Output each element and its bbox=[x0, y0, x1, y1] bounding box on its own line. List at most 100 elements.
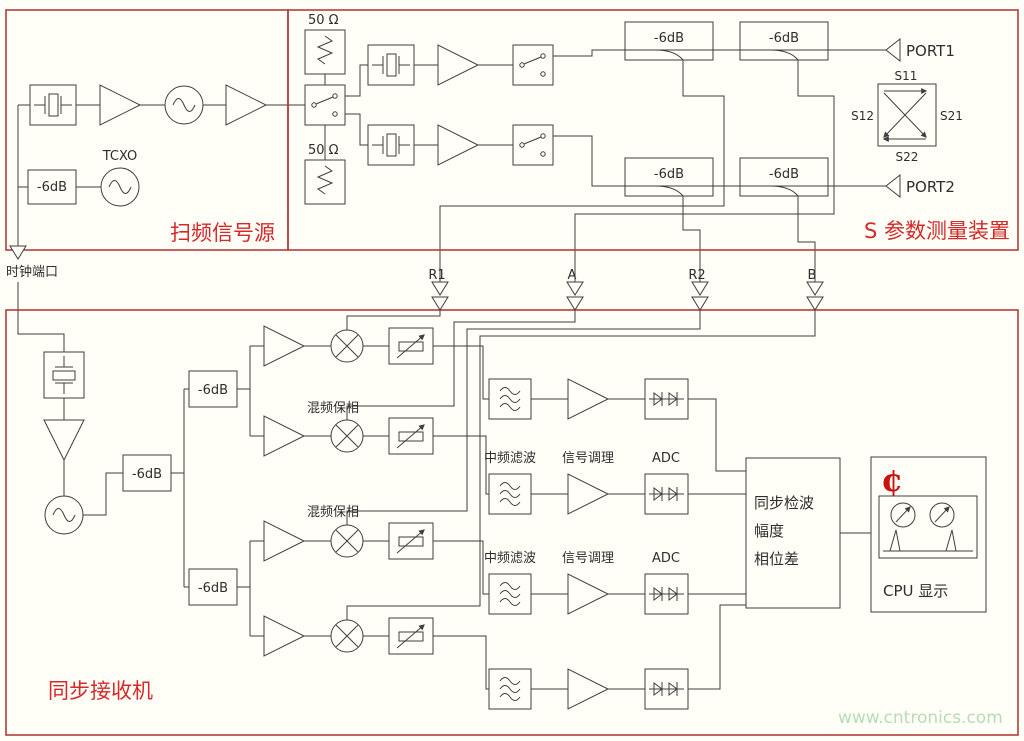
a-connector-icon bbox=[566, 296, 584, 311]
wiring-sweep-source bbox=[17, 104, 305, 246]
cpu-display-label: CPU 显示 bbox=[883, 582, 948, 600]
amplifier-icon bbox=[263, 415, 305, 457]
wiring-receiver-rf-corridor bbox=[346, 310, 816, 620]
rf-switch-icon bbox=[304, 84, 346, 126]
if-filter-icon bbox=[488, 668, 532, 710]
adc-label: ADC bbox=[652, 551, 680, 566]
splitter-6db-label: -6dB bbox=[132, 467, 162, 482]
a-connector-icon bbox=[566, 281, 584, 296]
crystal-resonator-icon bbox=[29, 84, 77, 126]
a-label: A bbox=[568, 268, 577, 283]
r2-connector-icon bbox=[691, 281, 709, 296]
r1-label: R1 bbox=[428, 268, 445, 283]
amplifier-icon bbox=[263, 325, 305, 367]
splitter-6db-label: -6dB bbox=[198, 383, 228, 398]
variable-attenuator-icon bbox=[389, 618, 433, 654]
s-parameter-section-label: S 参数测量装置 bbox=[864, 219, 1010, 243]
mixer-icon bbox=[330, 619, 364, 653]
splitter-6db-box bbox=[122, 454, 172, 492]
b-label: B bbox=[808, 268, 817, 283]
wiring-receiver-if-chain bbox=[433, 345, 871, 690]
rf-switch-icon bbox=[512, 124, 554, 166]
r1-connector-icon bbox=[431, 281, 449, 296]
rf-switch-icon bbox=[512, 44, 554, 86]
sweep-source-section: -6dB TCXO 扫频信号源 bbox=[27, 84, 275, 245]
port2-label: PORT2 bbox=[906, 178, 955, 196]
crystal-resonator-icon bbox=[367, 124, 415, 166]
clock-port-label: 时钟端口 bbox=[6, 264, 58, 280]
s-flow-box bbox=[877, 83, 937, 147]
splitter-6db-label: -6dB bbox=[198, 581, 228, 596]
wiring-coupled-ports bbox=[439, 60, 835, 282]
sync-detect-label-3: 相位差 bbox=[754, 550, 799, 568]
splitter-6db-box bbox=[188, 370, 238, 408]
sync-detector-box: 同步检波 幅度 相位差 bbox=[745, 457, 841, 609]
amplifier-icon bbox=[567, 573, 609, 615]
mix-phase-label: 混频保相 bbox=[307, 505, 359, 520]
signal-connectors: 时钟端口 R1 A R2 B bbox=[6, 245, 824, 311]
r2-connector-icon bbox=[691, 296, 709, 311]
wiring-sparam-chains bbox=[324, 49, 886, 187]
amplifier-icon bbox=[263, 615, 305, 657]
coupler-6db-label: -6dB bbox=[769, 167, 799, 182]
b-connector-icon bbox=[806, 296, 824, 311]
sweep-source-section-label: 扫频信号源 bbox=[170, 221, 275, 245]
termination-50ohm-icon bbox=[304, 159, 346, 205]
splitter-6db-box bbox=[188, 568, 238, 606]
r2-label: R2 bbox=[688, 268, 705, 283]
receiver-section-label: 同步接收机 bbox=[48, 679, 153, 703]
s11-label: S11 bbox=[895, 69, 918, 83]
s22-label: S22 bbox=[896, 150, 919, 164]
mixer-icon bbox=[330, 419, 364, 453]
detector-diode-icon bbox=[644, 378, 689, 420]
crystal-resonator-icon bbox=[367, 44, 415, 86]
coupler-6db-label: -6dB bbox=[769, 31, 799, 46]
variable-attenuator-icon bbox=[389, 523, 433, 559]
signal-conditioning-label: 信号调理 bbox=[562, 451, 614, 466]
crystal-resonator-icon bbox=[43, 351, 85, 399]
amplifier-icon bbox=[99, 84, 141, 126]
amplifier-icon bbox=[263, 520, 305, 562]
receiver-section-border bbox=[5, 309, 1019, 736]
r1-connector-icon bbox=[431, 296, 449, 311]
amplifier-icon bbox=[567, 473, 609, 515]
s-parameter-section: 50 Ω 50 Ω -6dB -6dB -6dB -6dB PORT1 PORT… bbox=[304, 13, 1010, 243]
meter-icon bbox=[890, 502, 916, 528]
s-parameter-section-border bbox=[287, 9, 1019, 251]
wiring-receiver-lo-chain bbox=[17, 282, 389, 637]
meter-icon bbox=[929, 502, 955, 528]
display-screen bbox=[878, 495, 978, 559]
port2-connector-icon bbox=[885, 174, 901, 198]
s21-label: S21 bbox=[940, 109, 963, 123]
detector-diode-icon bbox=[644, 473, 689, 515]
if-filter-icon bbox=[488, 573, 532, 615]
mixer-icon bbox=[330, 524, 364, 558]
adc-label: ADC bbox=[652, 451, 680, 466]
termination-50ohm-label: 50 Ω bbox=[308, 13, 339, 28]
variable-attenuator-icon bbox=[389, 418, 433, 454]
amplifier-icon bbox=[437, 124, 479, 166]
detector-diode-icon bbox=[644, 573, 689, 615]
waveform-icon bbox=[883, 529, 973, 552]
amplifier-icon bbox=[437, 44, 479, 86]
amplifier-icon bbox=[225, 84, 267, 126]
port1-label: PORT1 bbox=[906, 42, 955, 60]
oscillator-icon bbox=[44, 495, 84, 535]
coupler-6db-label: -6dB bbox=[654, 31, 684, 46]
coupler-6db-label: -6dB bbox=[654, 167, 684, 182]
tcxo-label: TCXO bbox=[102, 149, 138, 164]
termination-50ohm-label: 50 Ω bbox=[308, 143, 339, 158]
attenuator-6db-label: -6dB bbox=[37, 180, 67, 195]
attenuator-6db-box bbox=[27, 169, 77, 205]
amplifier-icon bbox=[567, 378, 609, 420]
if-filter-label: 中频滤波 bbox=[484, 551, 536, 566]
port1-connector-icon bbox=[885, 38, 901, 62]
sweep-source-section-border bbox=[5, 9, 289, 251]
sync-detect-label-1: 同步检波 bbox=[754, 494, 814, 512]
s12-label: S12 bbox=[851, 109, 874, 123]
mix-phase-label: 混频保相 bbox=[307, 401, 359, 416]
sync-detect-label-2: 幅度 bbox=[754, 522, 784, 540]
if-filter-icon bbox=[488, 473, 532, 515]
cpu-display-box: ¢ CPU 显示 bbox=[870, 456, 987, 613]
